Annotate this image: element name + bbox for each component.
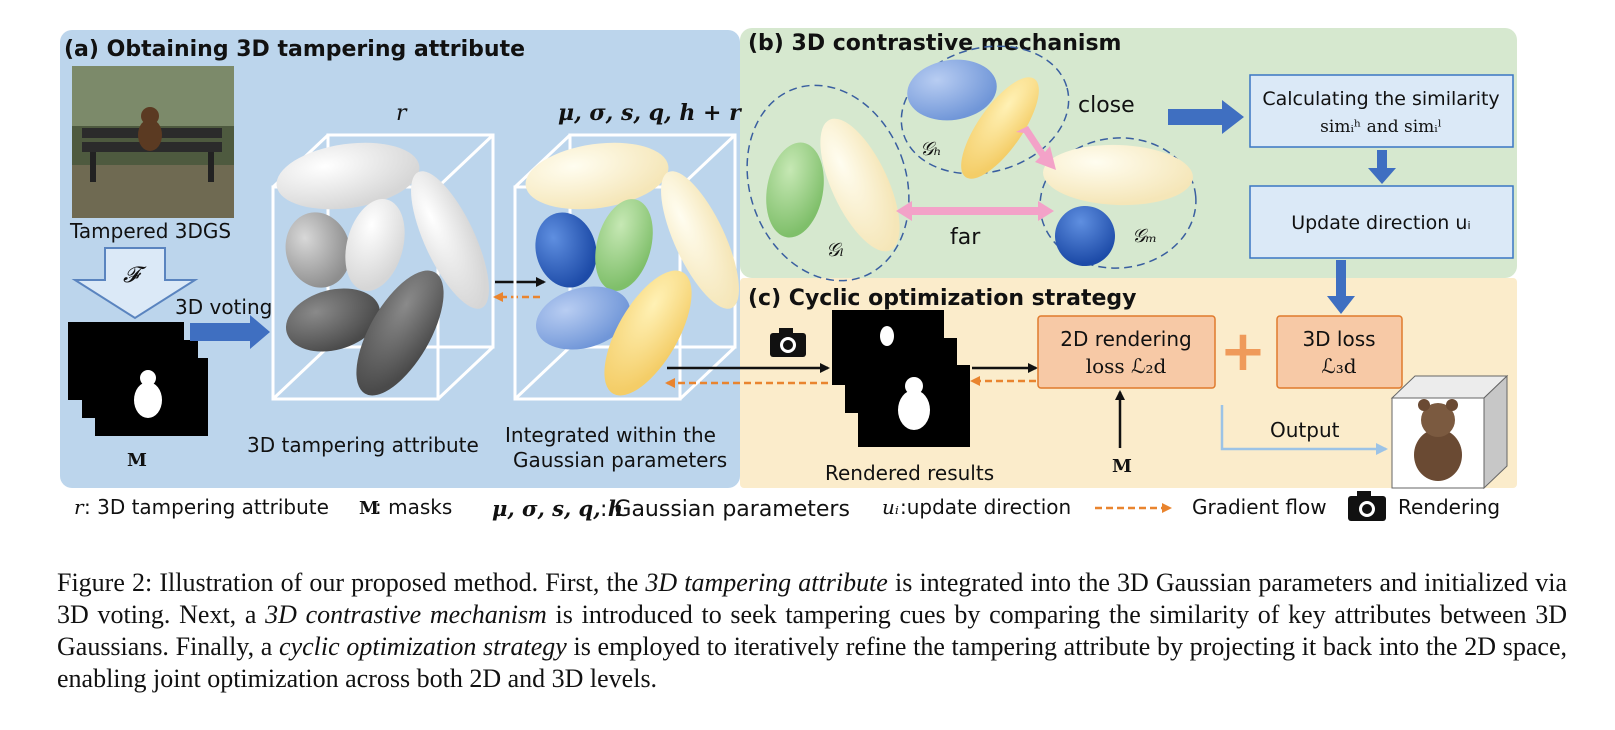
integrated-caption-line1: Integrated within the [505,423,716,447]
loss-2d-box [1037,315,1216,389]
similarity-to-update-arrow [1368,150,1396,184]
function-f-arrow [71,247,199,320]
tampered-scene-image [72,66,234,218]
to-similarity-arrow [1168,100,1244,134]
similarity-line1: Calculating the similarity [1262,88,1499,110]
panel-b-title: (b) 3D contrastive mechanism [748,31,1121,56]
legend-gradient-text: Gradient flow [1192,495,1327,519]
output-teddy-cube [1390,374,1509,490]
caption-part-4: is employed to iteratively refine the ta… [57,632,1568,693]
close-label: close [1078,93,1135,118]
legend-m-symbol: M [359,498,379,519]
similarity-line2: simᵢʰ and simᵢˡ [1320,117,1442,137]
legend-m-text: : masks [375,495,452,519]
caption-part-1: Figure 2: Illustration of our proposed m… [57,568,646,597]
legend-u-text: :update direction [900,495,1071,519]
group-g-l [746,84,910,282]
g-h-label: 𝒢ₕ [920,138,942,160]
camera-icon [770,328,806,357]
output-arrow [1220,405,1388,455]
rendered-results-label: Rendered results [825,461,994,485]
rendered-results-stack [832,310,970,447]
legend-r-symbol: r [74,495,85,519]
mask-stack [68,322,208,436]
loss-2d-line2: loss ℒ₂d [1086,354,1167,378]
caption-part-3: is introduced to seek tampering cues by … [57,600,1567,661]
attribute-gaussians [276,142,489,396]
legend: r : 3D tampering attribute M : masks μ, … [74,491,1500,522]
method-diagram: (a) Obtaining 3D tampering attribute (b)… [60,28,1517,522]
loss-3d-box [1276,315,1403,389]
panel-a-title: (a) Obtaining 3D tampering attribute [64,37,525,62]
close-arrow [1016,126,1056,170]
legend-render-text: Rendering [1398,495,1500,519]
output-label: Output [1270,418,1340,442]
far-label: far [950,225,981,250]
legend-r-text: : 3D tampering attribute [84,495,329,519]
masks-symbol-c: M [1112,456,1132,477]
caption-emphasis-2: 3D contrastive mechanism [265,600,547,629]
g-m-label: 𝒢ₘ [1132,225,1157,247]
caption-emphasis-3: cyclic optimization strategy [279,632,567,661]
attribute-caption: 3D tampering attribute [247,433,479,457]
g-l-label: 𝒢ₗ [826,239,844,261]
voting-arrow [190,315,270,349]
tampered-3dgs-label: Tampered 3DGS [69,219,231,243]
panel-c-title: (c) Cyclic optimization strategy [748,286,1136,311]
caption-part-2: is integrated into the 3D Gaussian param… [57,568,1568,629]
update-to-loss-arrow [1327,260,1355,314]
loss-3d-line2: ℒ₃d [1321,354,1356,378]
loss-2d-line1: 2D rendering [1060,327,1191,351]
similarity-box [1249,74,1514,148]
update-direction-label: Update direction uᵢ [1291,212,1471,234]
legend-camera-icon [1348,491,1386,521]
legend-u-symbol: uᵢ [882,495,899,519]
loss-3d-line1: 3D loss [1302,327,1375,351]
update-box [1249,185,1514,259]
figure-caption: Figure 2: Illustration of our proposed m… [57,567,1567,695]
integrated-gaussians [525,142,739,396]
voting-label: 3D voting [175,295,272,319]
caption-emphasis-1: 3D tampering attribute [645,568,888,597]
masks-symbol-a: M [127,450,147,471]
far-arrow [896,201,1054,221]
params-plus-r-symbol: μ, σ, s, q, h + r [558,100,742,126]
legend-params-symbol: μ, σ, s, q, h [492,496,623,521]
r-symbol: r [396,101,408,126]
legend-params-text: : Gaussian parameters [600,497,850,522]
integrated-caption-line2: Gaussian parameters [513,448,727,472]
plus-symbol: + [1220,319,1267,384]
